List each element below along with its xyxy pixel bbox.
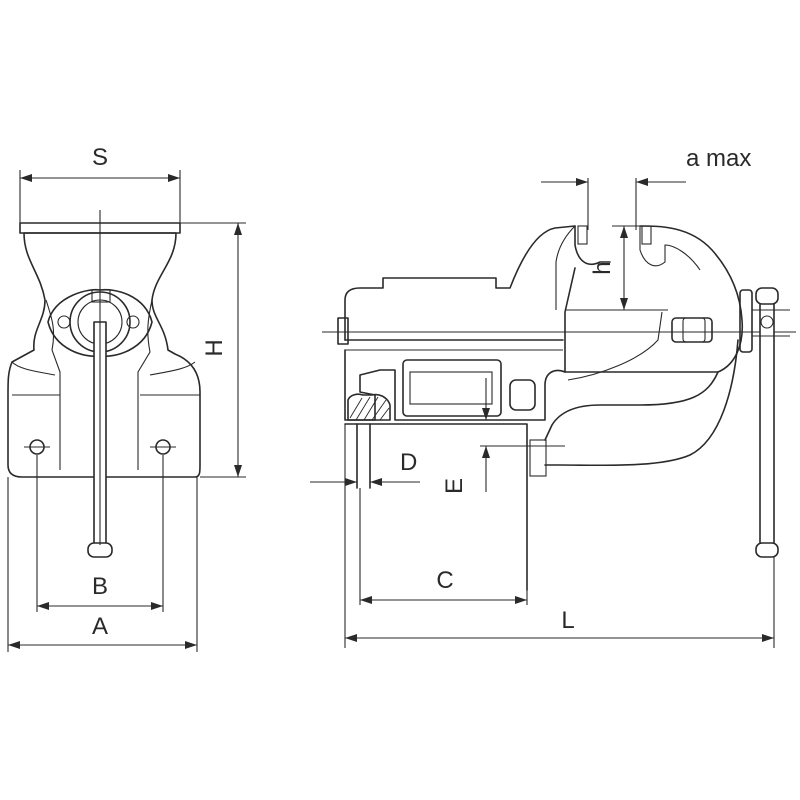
dim-label-h: h [589,261,616,274]
side-bench [344,423,528,591]
front-view [7,210,201,558]
side-handle-knob-bottom [755,542,779,558]
side-hatched-section [347,393,391,421]
side-jaw-insert-right [641,225,652,245]
dim-label-E: E [441,478,468,494]
side-body-slot [509,379,536,411]
front-left-shoulder [11,361,60,396]
dim-label-A: A [92,613,108,640]
dim-label-D: D [400,449,417,476]
front-flange-hole-right [126,315,140,329]
dim-label-H: H [201,339,228,356]
front-flange-hole-left [57,315,71,329]
front-flange [47,288,153,358]
dim-label-B: B [92,573,108,600]
side-dimensions: a max h D E C L [310,145,775,648]
side-view [322,225,796,648]
front-body-outline [7,232,201,478]
side-handle-knob-top [755,287,779,305]
side-slide-end-stub [337,317,349,345]
front-neck-left [45,299,61,470]
dim-label-a-max: a max [686,145,751,172]
side-handle [759,291,775,548]
side-fixed-jaw [564,225,744,373]
dim-label-S: S [92,144,108,171]
front-neck-right [137,299,153,470]
side-jaw-insert-left [577,225,588,245]
front-top-tab [91,289,111,303]
side-arm [544,371,719,441]
side-arm-inner [544,339,739,467]
side-slide-bar [344,225,576,341]
side-mount-bolt [529,439,547,477]
dim-label-C: C [436,567,453,594]
side-nut-housing [671,317,713,343]
front-handle-knob [87,542,113,558]
front-dimensions: S H B A [7,144,246,652]
side-body-window [402,359,502,417]
side-body-lower [344,349,566,421]
front-right-shoulder [140,361,200,396]
dim-label-L: L [561,607,574,634]
